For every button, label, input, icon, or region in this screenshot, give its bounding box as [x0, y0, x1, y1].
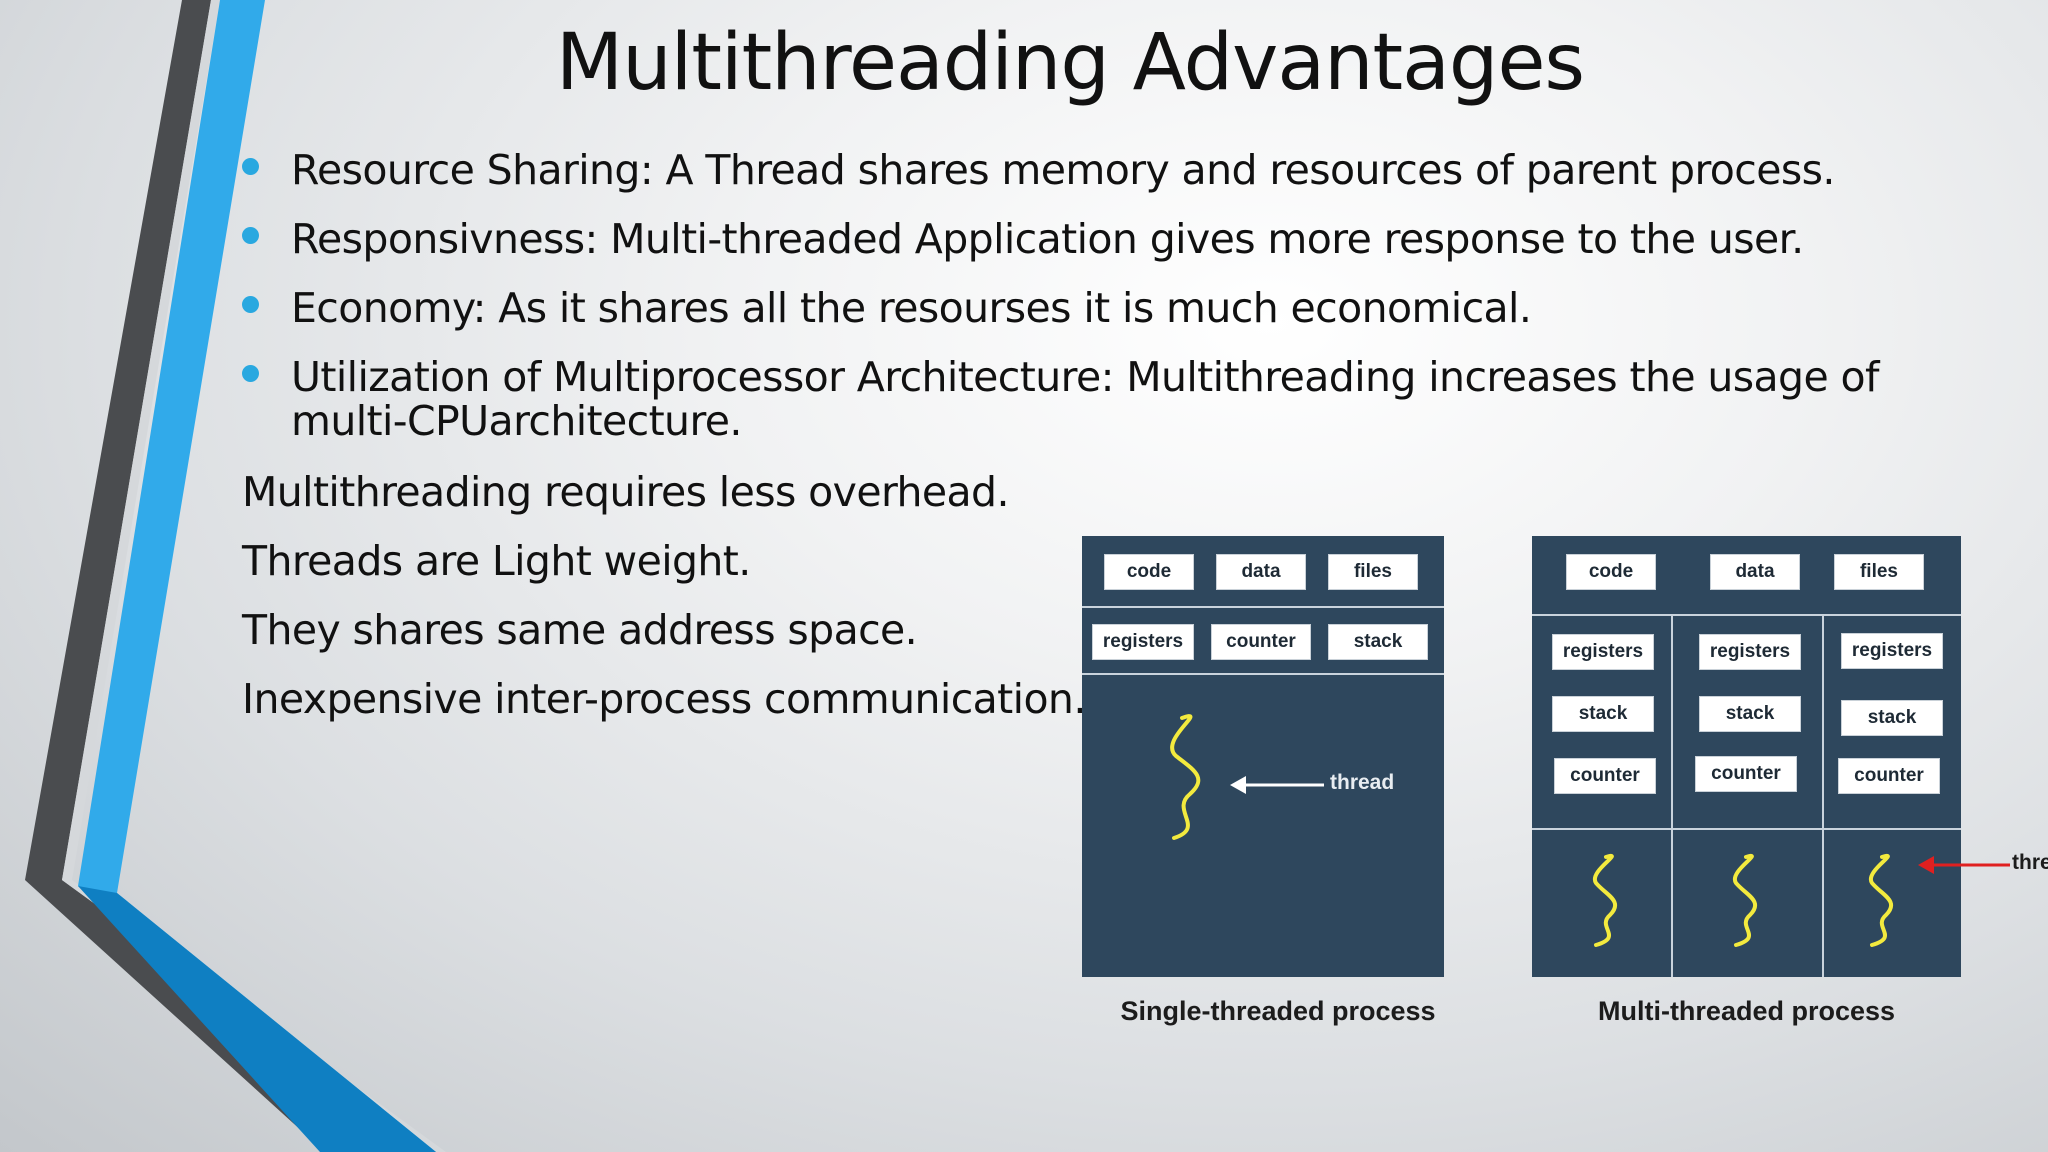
registers-box: registers	[1699, 634, 1801, 670]
files-box: files	[1328, 554, 1418, 590]
registers-box: registers	[1841, 633, 1943, 669]
bullet-text: Resource Sharing: A Thread shares memory…	[291, 146, 1835, 194]
bullet-dot	[242, 227, 259, 244]
registers-box: registers	[1092, 624, 1194, 660]
slide-title: Multithreading Advantages	[555, 18, 1585, 108]
thread-squiggle-icon	[1732, 853, 1758, 947]
data-box: data	[1216, 554, 1306, 590]
bullet-text: Utilization of Multiprocessor Architectu…	[291, 353, 1879, 445]
bullet-dot	[242, 296, 259, 313]
multi-threaded-caption: Multi-threaded process	[1597, 996, 1896, 1026]
bullet-dot	[242, 365, 259, 382]
divider	[1532, 614, 1961, 616]
bullet-list: Resource Sharing: A Thread shares memory…	[242, 148, 1882, 468]
statement-line: Inexpensive inter-process communication.	[242, 675, 1086, 723]
thread-label: thre	[2012, 851, 2048, 874]
statement-line: Threads are Light weight.	[242, 537, 751, 585]
code-box: code	[1104, 554, 1194, 590]
statement-line: Multithreading requires less overhead.	[242, 468, 1009, 516]
multi-threaded-panel: code data files registers stack counter …	[1532, 536, 1961, 977]
bullet-item: Utilization of Multiprocessor Architectu…	[242, 355, 1882, 443]
stack-box: stack	[1328, 624, 1428, 660]
single-threaded-caption: Single-threaded process	[1120, 996, 1436, 1026]
divider	[1082, 606, 1444, 608]
registers-box: registers	[1552, 634, 1654, 670]
bullet-text: Responsivness: Multi-threaded Applicatio…	[291, 215, 1804, 263]
files-box: files	[1834, 554, 1924, 590]
counter-box: counter	[1211, 624, 1311, 660]
column-divider	[1671, 614, 1673, 977]
bullet-item: Resource Sharing: A Thread shares memory…	[242, 148, 1882, 192]
counter-box: counter	[1838, 758, 1940, 794]
code-box: code	[1566, 554, 1656, 590]
bullet-item: Responsivness: Multi-threaded Applicatio…	[242, 217, 1882, 261]
bullet-dot	[242, 158, 259, 175]
bullet-text: Economy: As it shares all the resourses …	[291, 284, 1532, 332]
stack-box: stack	[1552, 696, 1654, 732]
single-threaded-panel: code data files registers counter stack …	[1082, 536, 1444, 977]
stack-box: stack	[1699, 696, 1801, 732]
bullet-item: Economy: As it shares all the resourses …	[242, 286, 1882, 330]
thread-squiggle-icon	[1592, 853, 1618, 947]
statement-line: They shares same address space.	[242, 606, 918, 654]
dark-stripe	[25, 0, 436, 1152]
counter-box: counter	[1554, 758, 1656, 794]
counter-box: counter	[1695, 756, 1797, 792]
thread-label: thread	[1330, 771, 1395, 794]
arrow-left-icon	[1230, 776, 1324, 794]
thread-squiggle-icon	[1868, 853, 1894, 947]
blue-stripe	[78, 0, 436, 1152]
dark-blue-band	[78, 886, 436, 1152]
red-arrow-icon	[1918, 856, 2010, 874]
thread-squiggle-icon	[1170, 714, 1201, 840]
column-divider	[1822, 614, 1824, 977]
stack-box: stack	[1841, 700, 1943, 736]
plain-statements: Multithreading requires less overhead. T…	[242, 470, 1092, 746]
divider	[1082, 673, 1444, 675]
data-box: data	[1710, 554, 1800, 590]
divider	[1532, 828, 1961, 830]
